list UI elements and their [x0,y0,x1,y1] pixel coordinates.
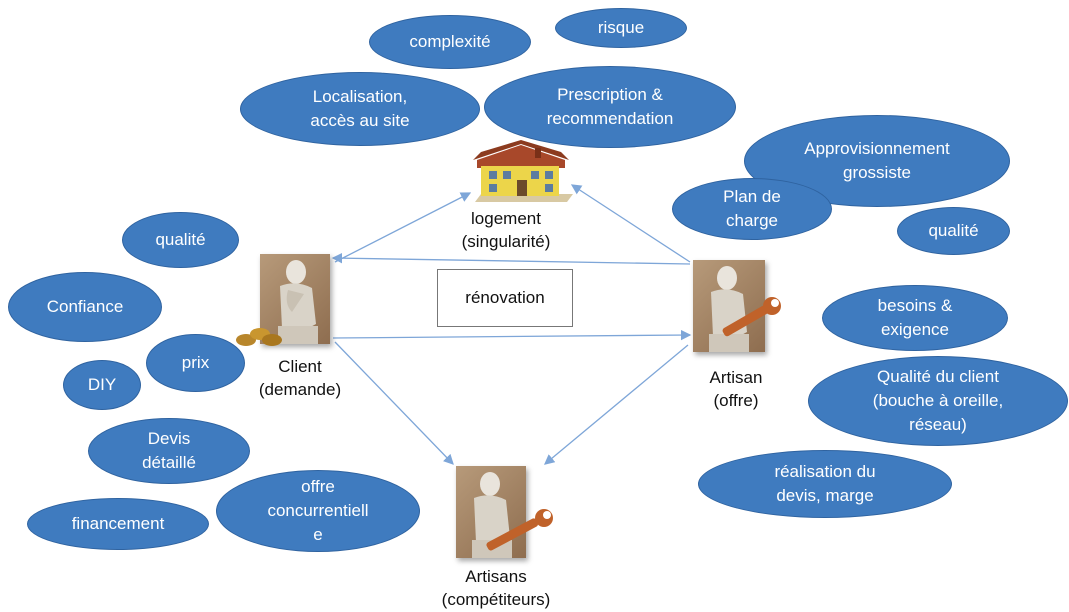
wrench-icon [722,297,781,337]
logement-label: logement (singularité) [461,209,551,251]
bubble-offre-concurrentielle: offre concurrentiell e [216,470,420,552]
bubble-diy: DIY [63,360,141,410]
bubble-realisation-devis: réalisation du devis, marge [698,450,952,518]
renovation-box: rénovation [437,269,573,327]
bubble-localisation: Localisation, accès au site [240,72,480,146]
arrow-artisan-to-artisans [544,344,689,465]
bubble-confiance: Confiance [8,272,162,342]
bubble-qualite-client: qualité [122,212,239,268]
coins-icon [236,328,282,346]
bubble-prescription: Prescription & recommendation [484,66,736,148]
client-label: Client (demande) [258,357,342,399]
arrow-client-to-artisan [332,329,692,341]
bubble-financement: financement [27,498,209,550]
bubble-risque: risque [555,8,687,48]
house-icon [473,140,573,202]
wrench-icon [486,509,553,551]
bubble-complexite: complexité [369,15,531,69]
bubble-prix: prix [146,334,245,392]
client-thinker-icon [260,254,330,344]
arrow-client-to-logement [334,192,472,263]
artisan-label: Artisan (offre) [709,368,763,410]
bubble-devis-detaille: Devis détaillé [88,418,250,484]
bubble-qualite-du-client: Qualité du client (bouche à oreille, rés… [808,356,1068,446]
bubble-qualite-artisan: qualité [897,207,1010,255]
arrow-artisan-to-logement [570,184,691,263]
bubble-plan-de-charge: Plan de charge [672,178,832,240]
arrow-artisan-to-client [331,252,691,265]
arrow-client-to-artisans [334,341,454,465]
bubble-besoins-exigence: besoins & exigence [822,285,1008,351]
artisans-label: Artisans (compétiteurs) [441,567,551,609]
